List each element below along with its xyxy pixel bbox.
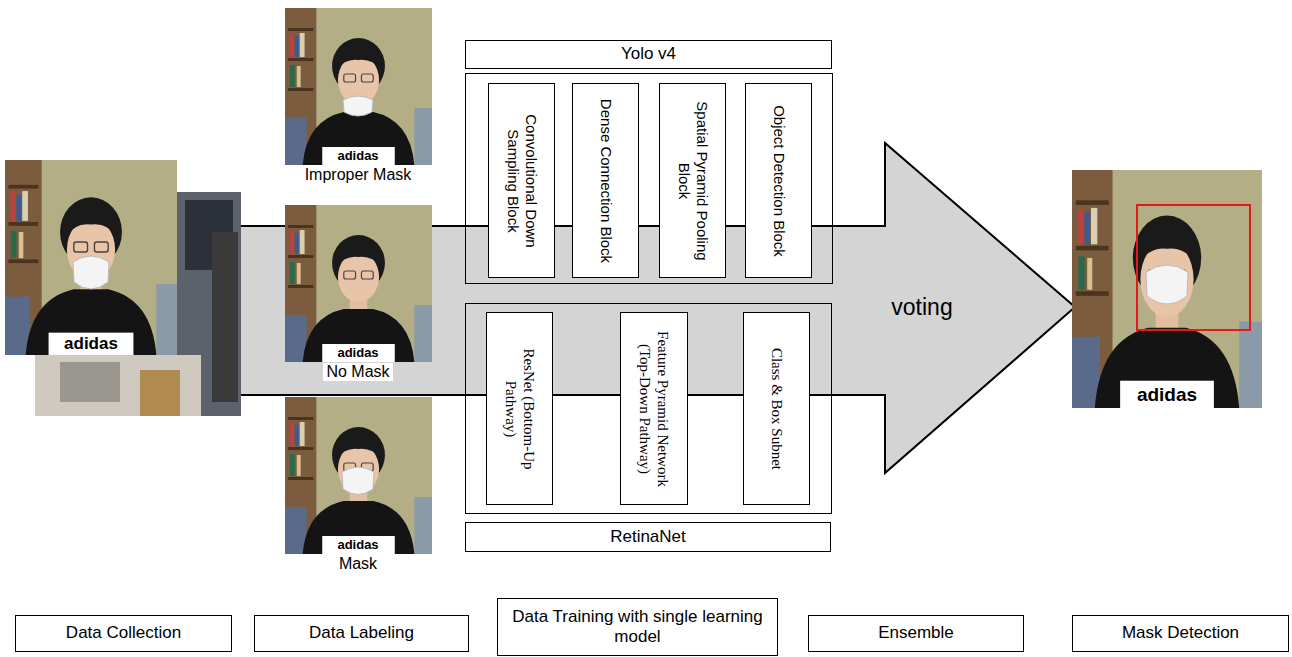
photo-detail: [60, 362, 120, 402]
block-label: ResNet (Bottom-Up Pathway): [502, 320, 538, 497]
block-label: Convolutional Down Sampling Block: [504, 91, 540, 270]
block-label: Data Labeling: [309, 623, 414, 643]
step-box: Data Labeling: [254, 615, 469, 652]
mask: [73, 256, 109, 289]
block-box: Dense Connection Block: [572, 83, 639, 278]
yolo-frame: [466, 74, 833, 284]
step-box: Data Training with single learning model: [497, 598, 778, 656]
block-label: Dense Connection Block: [597, 91, 615, 270]
shirt-print: adidas: [337, 149, 378, 164]
step-box: RetinaNet: [465, 522, 831, 552]
detection-box: [1137, 205, 1250, 330]
photo-mask: [5, 160, 177, 355]
photo-result: [1072, 170, 1262, 408]
mask: [1146, 265, 1188, 304]
mask: [342, 467, 374, 495]
block-label: Yolo v4: [621, 44, 676, 64]
step-box: Ensemble: [808, 615, 1024, 652]
block-label: Feature Pyramid Network (Top-Down Pathwa…: [636, 320, 672, 497]
photo-detail: [140, 370, 180, 416]
photo-improper: [285, 8, 432, 165]
collected-photos: [5, 160, 241, 416]
class-label: No Mask: [323, 363, 392, 381]
block-label: Data Training with single learning model: [503, 607, 772, 648]
block-label: Ensemble: [878, 623, 954, 643]
class-label: Mask: [336, 555, 380, 573]
block-label: Data Collection: [66, 623, 181, 643]
result-photo: [1072, 170, 1262, 408]
labeled-photos: [285, 8, 432, 554]
block-box: Spatial Pyramid Pooling Block: [659, 83, 726, 278]
photo-detail: [212, 232, 238, 402]
mask: [343, 96, 373, 116]
step-label: voting: [891, 294, 952, 320]
block-box: ResNet (Bottom-Up Pathway): [486, 312, 553, 505]
block-label: Spatial Pyramid Pooling Block: [675, 91, 711, 270]
block-box: Convolutional Down Sampling Block: [488, 83, 555, 278]
step-box: Mask Detection: [1072, 615, 1289, 652]
photo-nomask: [285, 205, 432, 362]
photo-back: [35, 355, 201, 416]
block-box: Object Detection Block: [745, 83, 812, 278]
model-frames: [466, 74, 833, 514]
shirt-print: adidas: [337, 346, 378, 361]
step-box: Yolo v4: [465, 40, 832, 69]
retinanet-frame: [466, 304, 832, 514]
block-label: RetinaNet: [610, 527, 686, 547]
shirt-print: adidas: [64, 334, 118, 354]
block-label: Mask Detection: [1122, 623, 1239, 643]
class-label: Improper Mask: [302, 166, 415, 184]
block-label: Class & Box Subnet: [768, 320, 786, 497]
step-box: Data Collection: [15, 615, 232, 652]
shirt-print: adidas: [1137, 384, 1197, 406]
block-box: Class & Box Subnet: [743, 312, 810, 505]
shirt-print: adidas: [337, 538, 378, 553]
block-box: Feature Pyramid Network (Top-Down Pathwa…: [620, 312, 688, 505]
photo-mask: [285, 397, 432, 554]
block-label: Object Detection Block: [770, 91, 788, 270]
